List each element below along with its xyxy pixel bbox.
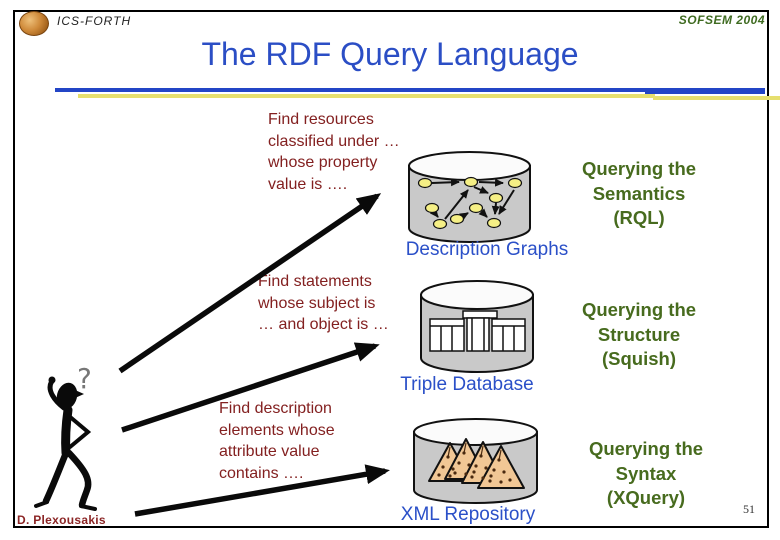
store-label-description-graphs: Description Graphs (405, 239, 569, 260)
description-graphs-db-icon (408, 151, 531, 243)
page-title: The RDF Query Language (201, 36, 579, 72)
graph-edges (429, 178, 515, 221)
annotation-xquery: Querying the Syntax (XQuery) (588, 438, 704, 508)
title-rule-blue-end (645, 88, 765, 94)
annotation-squish: Querying the Structure (Squish) (581, 299, 697, 369)
org-label: ICS-FORTH (57, 14, 132, 28)
tree-stems (447, 442, 502, 461)
title-rule-blue (55, 88, 765, 92)
query-prompt-semantics: Find resources classified under … whose … (268, 111, 400, 193)
query-prompt-syntax: Find description elements whose attribut… (219, 400, 335, 482)
title-rule-yellow (78, 94, 655, 98)
store-label-xml-repository: XML Repository (400, 504, 536, 525)
org-logo-icon (19, 11, 49, 36)
tree-triangles (428, 438, 525, 489)
store-label-triple-database: Triple Database (400, 374, 534, 395)
graph-nodes (417, 176, 523, 230)
query-prompt-structure: Find statements whose subject is … and o… (258, 273, 389, 333)
title-rule-yellow-end (653, 96, 780, 100)
annotation-rql: Querying the Semantics (RQL) (581, 158, 697, 228)
thinking-person-icon: ? (34, 362, 97, 511)
question-mark-icon: ? (77, 362, 92, 395)
conference-label: SOFSEM 2004 (678, 13, 765, 27)
page-number: 51 (743, 502, 755, 516)
table-shapes (429, 310, 526, 352)
xml-repository-db-icon (413, 418, 538, 504)
author-label: D. Plexousakis (17, 513, 106, 527)
triple-database-db-icon (420, 280, 534, 373)
